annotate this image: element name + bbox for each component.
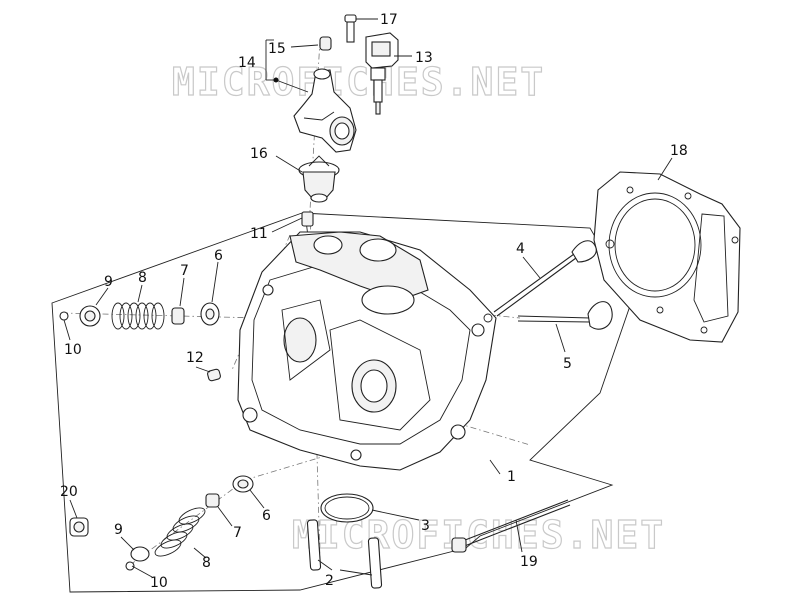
cotter-10-upper [59,311,69,321]
temperature-sensor-13 [365,32,399,115]
stud-19 [451,499,571,553]
callout-8-upper: 8 [138,270,147,286]
callout-16: 16 [250,146,268,162]
intake-valve-4 [493,240,597,317]
callout-5: 5 [563,356,572,372]
cylinder-head-1 [237,231,497,471]
callout-6-lower: 6 [262,508,271,524]
callout-14: 14 [238,55,256,71]
callout-9-upper: 9 [104,274,113,290]
leader-lines [63,18,673,578]
callout-10-upper: 10 [64,342,82,358]
callout-labels: 17 15 14 13 16 18 11 4 9 8 7 6 10 5 12 1… [60,12,688,591]
callout-19: 19 [520,554,538,570]
plug-15 [319,36,332,51]
plug-12 [207,368,221,382]
thermostat-housing-14 [293,68,357,153]
callout-6-upper: 6 [214,248,223,264]
callout-7-lower: 7 [233,525,242,541]
valve-spring-8-upper [111,302,165,330]
callout-20: 20 [60,484,78,500]
spring-retainer-9-lower [130,546,150,562]
thermostat-16 [298,155,340,203]
valve-seal-7-lower [205,493,220,508]
callout-7-upper: 7 [180,263,189,279]
cotter-10-lower [125,561,135,571]
callout-13: 13 [415,50,433,66]
callout-4: 4 [516,241,525,257]
bolt-17 [344,14,357,43]
exhaust-valve-5 [517,301,613,330]
callout-3: 3 [421,518,430,534]
callout-12: 12 [186,350,204,366]
callout-11: 11 [250,226,268,242]
o-ring-3 [320,493,374,523]
valve-train-upper [59,302,220,330]
dowel-11 [301,211,314,227]
callout-15: 15 [268,41,286,57]
valve-train-lower [69,475,254,571]
valve-seal-7-upper [171,307,185,325]
callout-10-lower: 10 [150,575,168,591]
watermark-top: MICROFICHES.NET [172,60,545,104]
dowels-2 [306,519,383,589]
valve-spring-8-lower [154,507,206,557]
callout-1: 1 [507,469,516,485]
head-gasket-18 [593,171,741,343]
callout-2: 2 [325,573,334,589]
callout-17: 17 [380,12,398,28]
callout-9-lower: 9 [114,522,123,538]
callout-18: 18 [670,143,688,159]
callout-8-lower: 8 [202,555,211,571]
